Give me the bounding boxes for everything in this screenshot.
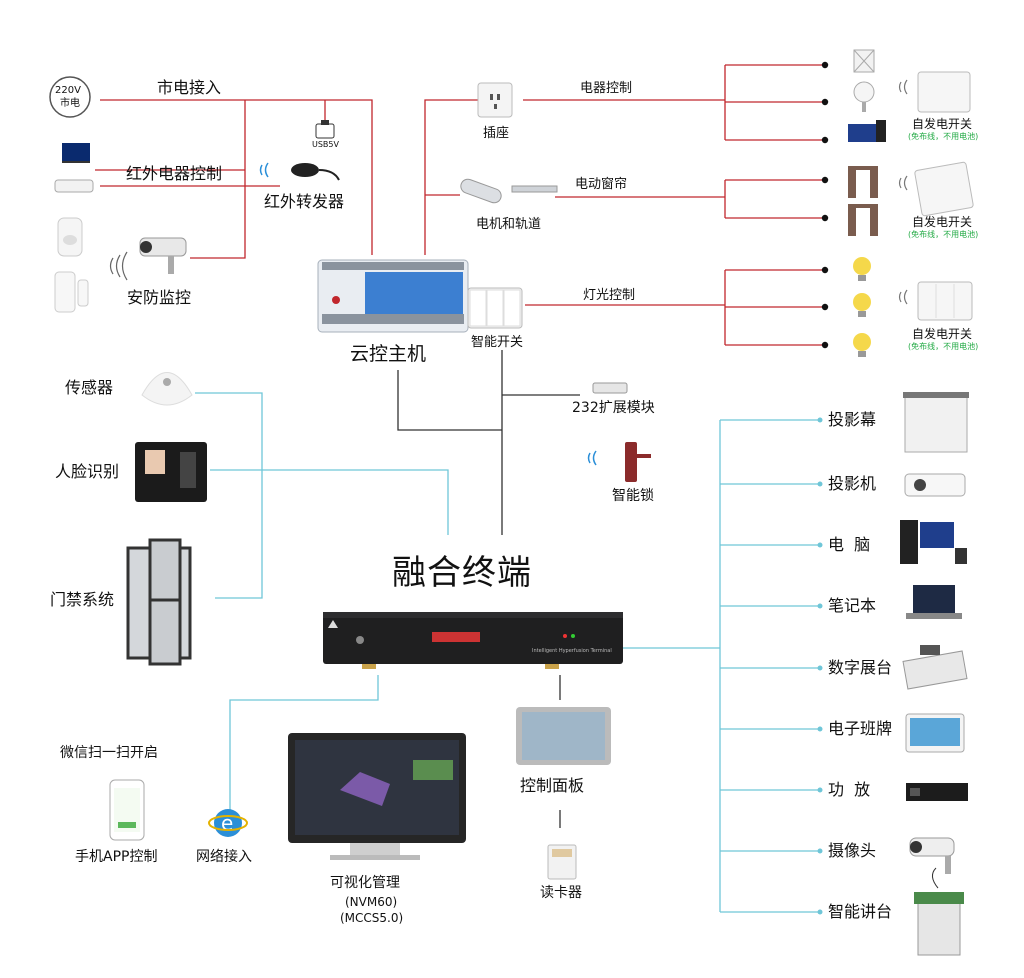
smart-podium-icon — [914, 867, 964, 956]
face-label: 人脸识别 — [55, 462, 120, 481]
visual-monitor — [288, 733, 466, 860]
ir-control-label: 红外电器控制 — [126, 164, 223, 183]
socket-icon — [477, 82, 513, 118]
bulb-icon-3 — [853, 333, 871, 357]
bulb-icon-1 — [853, 257, 871, 281]
mains-label: 市电接入 — [157, 78, 222, 97]
ir-forwarder-label: 红外转发器 — [264, 192, 345, 211]
bus-left — [190, 100, 246, 259]
security-label: 安防监控 — [127, 288, 192, 307]
power-badge-voltage: 220V — [55, 85, 81, 96]
terminal-to-visual — [229, 675, 379, 810]
cloud-host-device — [317, 259, 469, 333]
appliance-control-label: 电器控制 — [580, 81, 633, 96]
cloud-host-label: 云控主机 — [350, 343, 427, 365]
terminal-title: 融合终端 — [392, 553, 532, 593]
host-to-socket — [424, 99, 478, 255]
visual-management-label: 可视化管理 — [330, 875, 400, 891]
fusion-terminal-device — [323, 612, 623, 669]
socket-label: 插座 — [483, 126, 510, 141]
curtain-icon-1 — [848, 166, 878, 198]
right-item-class-board: 电子班牌 — [828, 719, 893, 738]
projector-icon — [904, 473, 966, 497]
computer-icon — [900, 520, 967, 564]
smart-switch-icon — [467, 287, 523, 329]
self-power-switch-icon-3 — [917, 281, 973, 321]
ext-module-icon — [592, 382, 628, 394]
access-label: 门禁系统 — [50, 590, 115, 609]
sensor-device-icon — [141, 372, 193, 406]
power-badge-icon — [49, 76, 91, 118]
app-label: 手机APP控制 — [75, 849, 158, 865]
laptop-icon — [906, 585, 962, 619]
power-badge-sub: 市电 — [60, 98, 80, 109]
usb-plug-icon — [315, 120, 335, 139]
nvm-label: (NVM60) — [345, 895, 398, 909]
ext-module-label: 232扩展模块 — [572, 400, 655, 416]
security-camera-icon — [139, 237, 187, 274]
motion-sensor-icon — [57, 217, 83, 257]
self-power-switch-label-2: 自发电开关 — [912, 215, 973, 229]
self-power-note-1: (免布线，不用电池) — [908, 132, 979, 141]
self-power-note-3: (免布线，不用电池) — [908, 342, 979, 351]
network-ie-icon: e — [208, 809, 248, 837]
smart-lock-label: 智能锁 — [612, 488, 654, 504]
tv-icon — [62, 143, 90, 163]
smart-switch-label: 智能开关 — [471, 335, 524, 350]
self-power-switch-label-1: 自发电开关 — [912, 117, 973, 131]
mccs-label: (MCCS5.0) — [340, 911, 404, 925]
smart-lock-icon — [625, 442, 651, 482]
sensor-label: 传感器 — [65, 378, 114, 397]
ir-forwarder-icon — [291, 163, 340, 181]
access-door-icon — [126, 538, 192, 666]
network-label: 网络接入 — [196, 849, 252, 865]
phone-icon — [109, 779, 145, 841]
mains-line — [100, 99, 373, 255]
desktop-icon — [848, 120, 886, 142]
right-item-projection-screen: 投影幕 — [828, 410, 877, 429]
bulb-icon-2 — [853, 293, 871, 317]
door-sensor-icon — [54, 271, 89, 313]
self-power-note-2: (免布线，不用电池) — [908, 230, 979, 239]
document-camera-icon — [902, 645, 968, 690]
control-panel-device — [516, 707, 611, 765]
curtain-motor-icon — [460, 178, 558, 204]
class-board-icon — [905, 713, 965, 753]
fan-icon — [853, 81, 875, 112]
wifi-icon — [109, 251, 128, 281]
right-item-projector: 投影机 — [828, 474, 877, 493]
curtain-icon-2 — [848, 204, 878, 236]
right-item-document-camera: 数字展台 — [828, 658, 893, 677]
amplifier-icon — [906, 783, 968, 801]
wechat-label: 微信扫一扫开启 — [60, 745, 158, 761]
usb-label: USB5V — [312, 140, 339, 149]
camera-icon-right — [909, 837, 955, 874]
motor-track-label: 电机和轨道 — [476, 217, 542, 232]
card-reader-label: 读卡器 — [540, 885, 582, 901]
control-panel-label: 控制面板 — [520, 776, 585, 795]
fan-box-icon — [853, 49, 875, 73]
sensor-link — [195, 392, 263, 599]
light-control-label: 灯光控制 — [583, 288, 636, 303]
terminal-caption: Intelligent Hyperfusion Terminal — [532, 648, 612, 654]
host-to-terminal — [397, 370, 502, 431]
curtain-label: 电动窗帘 — [575, 177, 628, 192]
projection-screen-icon — [903, 392, 969, 453]
air-conditioner-icon — [54, 179, 94, 193]
right-item-camera: 摄像头 — [828, 841, 877, 860]
svg-text:e: e — [221, 811, 233, 835]
self-power-switch-label-3: 自发电开关 — [912, 327, 973, 341]
face-terminal-icon — [135, 442, 207, 502]
card-reader-icon — [547, 844, 577, 880]
right-item-smart-podium: 智能讲台 — [828, 902, 893, 921]
self-power-switch-icon-2 — [914, 161, 974, 217]
right-item-laptop: 笔记本 — [828, 596, 877, 615]
face-link — [210, 469, 449, 535]
right-item-computer: 电 脑 — [828, 535, 871, 554]
right-item-amplifier: 功 放 — [828, 780, 871, 799]
self-power-switch-icon-1 — [917, 71, 971, 113]
